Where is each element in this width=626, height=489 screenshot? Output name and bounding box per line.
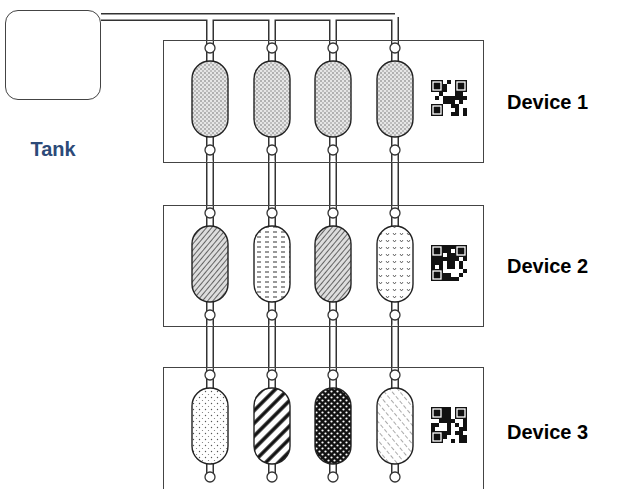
tube-outline <box>210 40 395 163</box>
capsule-chamber <box>315 226 351 302</box>
port-circle <box>205 145 215 155</box>
device-art <box>192 208 467 320</box>
tube-stub <box>210 367 395 477</box>
tank-label: Tank <box>30 138 75 161</box>
tube-outline <box>101 17 395 40</box>
tube-outline <box>210 327 395 367</box>
port-circle <box>267 208 277 218</box>
port-circle <box>328 472 338 482</box>
capsule-chamber <box>192 61 228 137</box>
port-circle <box>205 310 215 320</box>
capsule-chamber <box>315 61 351 137</box>
port-circle <box>328 310 338 320</box>
device-box: Device 3 <box>163 367 484 489</box>
tube-connector <box>210 163 395 205</box>
capsule-chamber <box>192 226 228 302</box>
capsule-chamber <box>254 388 290 464</box>
device-label: Device 1 <box>507 90 588 113</box>
port-circle <box>267 43 277 53</box>
capsule-chamber <box>377 388 413 464</box>
port-circle <box>267 145 277 155</box>
device-box: Device 1 <box>163 40 484 163</box>
qr-code <box>431 245 467 281</box>
device-label: Device 3 <box>507 421 588 444</box>
tube-inner <box>210 327 395 367</box>
tube-inner <box>210 163 395 205</box>
port-circle <box>390 208 400 218</box>
tube-outline <box>210 205 395 327</box>
tube-inner <box>101 17 395 40</box>
port-circle <box>390 472 400 482</box>
capsule-chamber <box>377 226 413 302</box>
qr-code <box>431 407 467 443</box>
capsule-chamber <box>192 388 228 464</box>
port-circle <box>328 370 338 380</box>
tube-connector <box>101 17 395 40</box>
port-circle <box>205 472 215 482</box>
capsule-chamber <box>377 61 413 137</box>
tube-stub <box>210 40 395 163</box>
qr-code <box>431 80 467 116</box>
port-circle <box>205 43 215 53</box>
port-circle <box>390 43 400 53</box>
capsule-chamber <box>315 388 351 464</box>
device-art <box>192 370 467 482</box>
port-circle <box>390 310 400 320</box>
capsule-chamber <box>254 61 290 137</box>
port-circle <box>328 145 338 155</box>
tank-box: Tank <box>5 10 101 100</box>
port-circle <box>205 370 215 380</box>
port-circle <box>267 472 277 482</box>
capsule-chamber <box>254 226 290 302</box>
device-box: Device 2 <box>163 205 484 327</box>
port-circle <box>390 370 400 380</box>
port-circle <box>328 208 338 218</box>
device-art <box>192 43 467 155</box>
port-circle <box>328 43 338 53</box>
tube-stub <box>210 205 395 327</box>
port-circle <box>205 208 215 218</box>
tube-inner <box>210 40 395 163</box>
port-circle <box>390 145 400 155</box>
tube-outline <box>210 163 395 205</box>
tube-outline <box>210 367 395 477</box>
device-label: Device 2 <box>507 255 588 278</box>
port-circle <box>267 310 277 320</box>
tube-connector <box>210 327 395 367</box>
tube-inner <box>210 367 395 477</box>
port-circle <box>267 370 277 380</box>
tube-inner <box>210 205 395 327</box>
